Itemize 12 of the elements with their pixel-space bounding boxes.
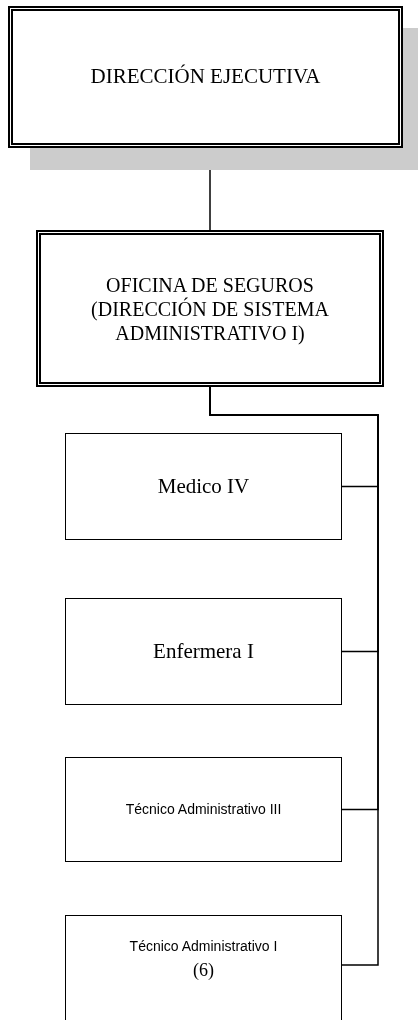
org-box <box>65 433 342 540</box>
box-label: Medico IV <box>157 472 250 500</box>
box-label: OFICINA DE SEGUROS (DIRECCIÓN DE SISTEMA ADMINISTRATIVO I) <box>90 272 330 345</box>
box-label: Técnico Administrativo I <box>129 937 278 956</box>
org-box <box>65 598 342 705</box>
box-label: DIRECCIÓN EJECUTIVA <box>90 63 321 91</box>
box-label: (6) <box>193 959 214 982</box>
box-label: Enfermera I <box>153 637 254 665</box>
box-label: Técnico Administrativo III <box>125 800 282 819</box>
org-box <box>65 757 342 862</box>
org-box <box>65 915 342 1020</box>
org-box <box>36 230 384 387</box>
